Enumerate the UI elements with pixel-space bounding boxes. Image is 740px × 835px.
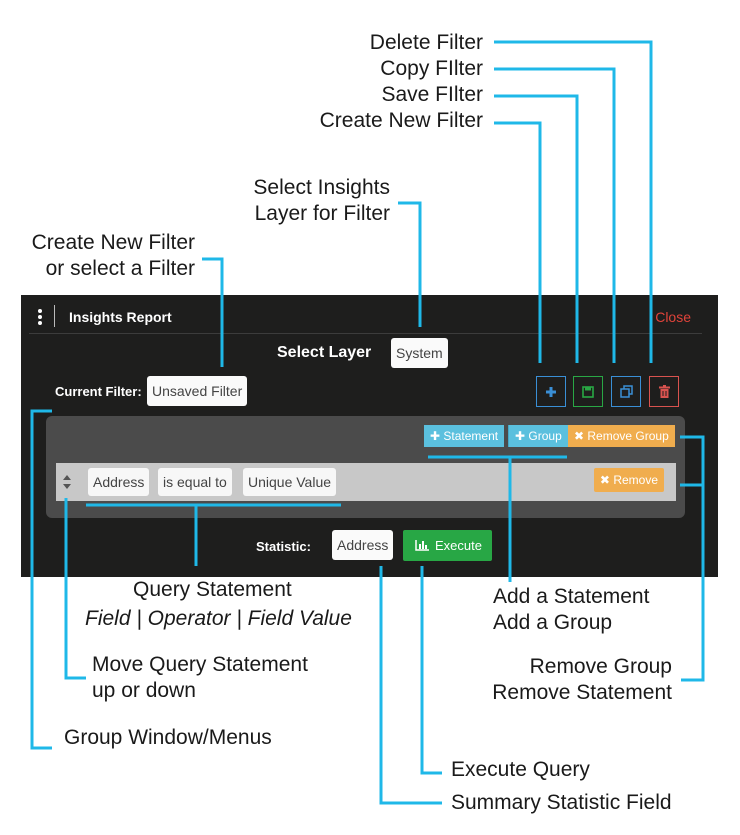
add-group-button[interactable]: ✚ Group [508, 425, 568, 447]
callout-remove-statement: Remove Statement [492, 681, 672, 704]
header-divider [29, 333, 702, 334]
callout-move-2: up or down [92, 679, 196, 702]
divider [54, 305, 55, 327]
plus-icon [546, 386, 556, 397]
callout-create-or-select-1: Create New Filter [31, 231, 195, 254]
current-filter-select[interactable]: Unsaved Filter [147, 376, 248, 406]
callout-select-layer-2: Layer for Filter [254, 202, 390, 225]
operator-select[interactable]: is equal to [158, 468, 232, 496]
callout-query-statement: Query Statement [133, 578, 292, 601]
remove-group-button[interactable]: ✖ Remove Group [568, 425, 675, 447]
statistic-label: Statistic: [256, 539, 311, 554]
copy-icon [619, 385, 633, 398]
delete-filter-button[interactable] [649, 376, 679, 407]
create-filter-button[interactable] [536, 376, 566, 407]
menu-icon[interactable] [35, 309, 47, 325]
callout-add-group: Add a Group [493, 611, 613, 634]
select-layer-label: Select Layer [277, 344, 372, 361]
layer-select[interactable]: System [391, 338, 448, 368]
close-icon: ✖ [574, 429, 588, 443]
value-select[interactable]: Unique Value [243, 468, 337, 496]
plus-icon: ✚ [515, 429, 529, 443]
callout-remove-group: Remove Group [529, 655, 672, 678]
callout-query-statement-sub: Field | Operator | Field Value [85, 607, 352, 630]
sort-handle-icon[interactable] [62, 471, 72, 493]
current-filter-label: Current Filter: [55, 384, 142, 399]
close-button[interactable]: Close [655, 309, 691, 325]
save-filter-button[interactable] [573, 376, 603, 407]
callout-delete-filter: Delete Filter [369, 31, 483, 54]
group-window: ✚ Statement ✚ Group ✖ Remove Group Addre… [46, 416, 685, 518]
callout-select-layer-1: Select Insights [253, 176, 390, 199]
save-icon [582, 385, 594, 398]
add-statement-button[interactable]: ✚ Statement [424, 425, 505, 447]
callout-create-or-select-2: or select a Filter [45, 257, 195, 280]
callout-move-1: Move Query Statement [92, 653, 308, 676]
panel-title: Insights Report [69, 309, 172, 325]
callout-copy-filter: Copy FIlter [380, 57, 483, 80]
callout-execute-query: Execute Query [451, 758, 590, 781]
callout-add-statement: Add a Statement [493, 585, 650, 608]
callout-save-filter: Save FIlter [381, 83, 483, 106]
close-icon: ✖ [599, 473, 614, 487]
plus-icon: ✚ [430, 429, 444, 443]
bar-chart-icon [415, 540, 429, 551]
copy-filter-button[interactable] [611, 376, 641, 407]
execute-button[interactable]: Execute [403, 530, 492, 561]
callout-summary-field: Summary Statistic Field [451, 791, 672, 814]
query-statement-row: Address is equal to Unique Value ✖ Remov… [56, 463, 676, 501]
remove-statement-button[interactable]: ✖ Remove [593, 468, 664, 492]
callout-group-window: Group Window/Menus [64, 726, 272, 749]
trash-icon [658, 385, 670, 398]
field-select[interactable]: Address [88, 468, 150, 496]
statistic-field-select[interactable]: Address [332, 530, 394, 560]
insights-report-panel: Insights Report Close Select Layer Syste… [21, 295, 718, 577]
callout-create-new-filter: Create New Filter [319, 109, 483, 132]
